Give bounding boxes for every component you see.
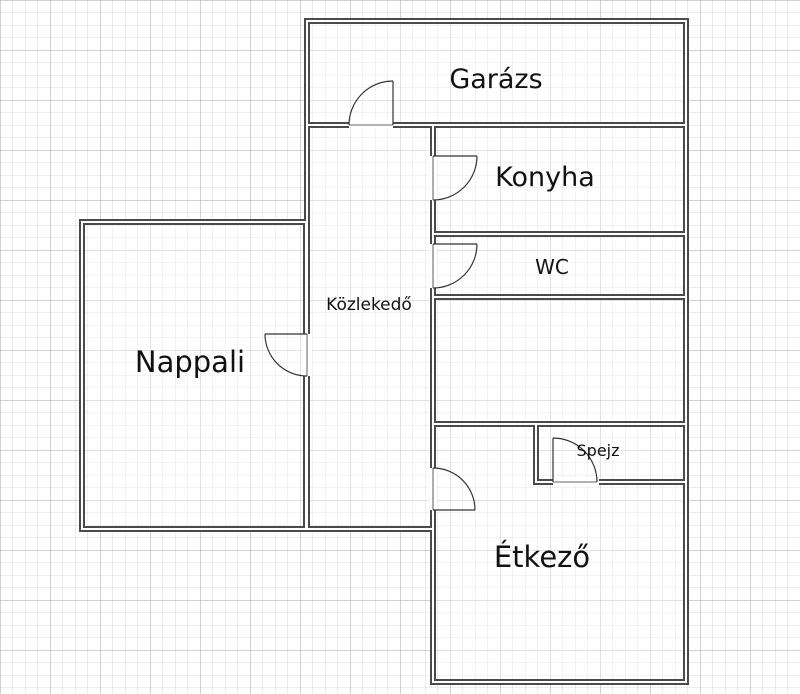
door-pantry-icon: [552, 437, 598, 483]
doors: [264, 80, 598, 511]
door-garage-icon: [348, 80, 394, 126]
room-fills: [82, 21, 686, 682]
door-living-icon: [264, 333, 308, 377]
room-label-garage: Garázs: [449, 64, 542, 95]
room-label-living: Nappali: [135, 345, 245, 379]
room-labels: Garázs Konyha WC Közlekedő Nappali Spejz…: [135, 64, 620, 574]
room-label-dining: Étkező: [494, 540, 590, 574]
door-wc-icon: [432, 243, 478, 289]
door-dining-icon: [432, 467, 476, 511]
walls: [79, 18, 689, 685]
room-label-pantry: Spejz: [577, 441, 620, 460]
room-label-kitchen: Konyha: [495, 162, 595, 193]
room-label-corridor: Közlekedő: [326, 295, 412, 315]
door-kitchen-icon: [432, 155, 478, 201]
room-label-wc: WC: [535, 255, 569, 279]
